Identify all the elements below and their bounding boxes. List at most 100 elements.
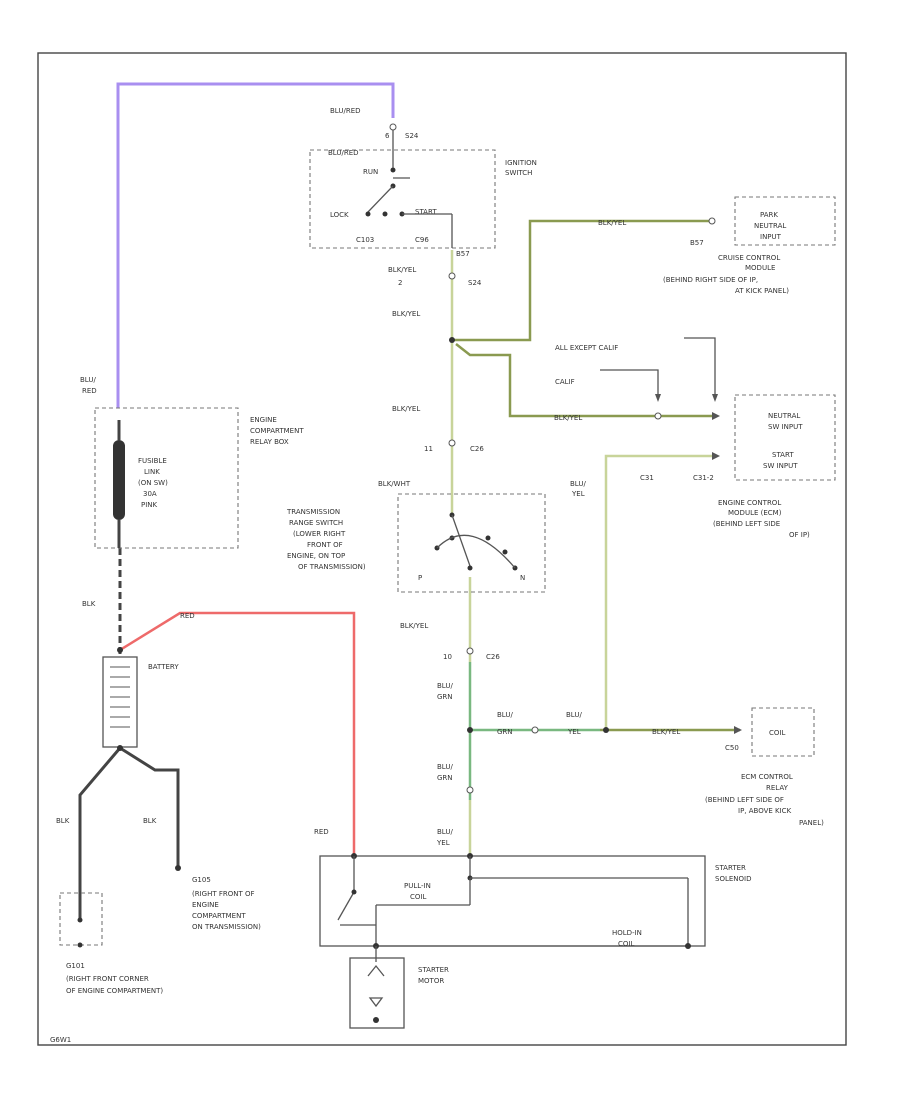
component-label: RANGE SWITCH (289, 519, 343, 527)
terminal (466, 786, 474, 794)
pin-label: C50 (725, 744, 739, 752)
wire-label: BLU/RED (328, 149, 359, 157)
splice (603, 727, 609, 733)
ground-label: (RIGHT FRONT CORNER (66, 975, 149, 983)
starter-motor-box (349, 957, 405, 1029)
coil-label: COIL (410, 893, 426, 901)
component-label: AT KICK PANEL) (735, 287, 789, 295)
wire-label: BLU/ (497, 711, 513, 719)
splice (449, 337, 455, 343)
wire-label: BLK/YEL (388, 266, 416, 274)
component-label: SOLENOID (715, 875, 751, 883)
pin-label: 2 (398, 279, 402, 287)
wire-label: GRN (437, 774, 453, 782)
terminal (685, 943, 691, 949)
wire-label: BLK/YEL (652, 728, 680, 736)
ground-label: COMPARTMENT (192, 912, 246, 920)
component-label: ENGINE (250, 416, 277, 424)
connector-label: S24 (405, 132, 419, 140)
fuse-label: LINK (144, 468, 160, 476)
contact (365, 211, 371, 217)
engine-control-module: ALL EXCEPT CALIF CALIF BLK/YEL NEUTRAL S… (554, 337, 836, 539)
starter-motor-icon (367, 964, 385, 1008)
battery-icon (102, 656, 138, 748)
wire-label: RED (314, 828, 329, 836)
ground-label: G101 (66, 962, 85, 970)
box-label: START (772, 451, 794, 459)
splice (467, 727, 473, 733)
terminal (448, 272, 456, 280)
wire-label: BLK/YEL (392, 310, 420, 318)
position-label: LOCK (330, 211, 349, 219)
coil-label: HOLD-IN (612, 929, 642, 937)
cruise-control-module: BLK/YEL B57 PARK NEUTRAL INPUT CRUISE CO… (598, 196, 836, 295)
note-label: CALIF (555, 378, 575, 386)
box-label: COIL (769, 729, 785, 737)
wire-blk-ground-right (119, 746, 180, 866)
ecm-control-relay-circuit: BLU/ GRN BLU/ GRN BLU/ YEL BLK/YEL C50 C… (436, 682, 824, 847)
ground-terminal (77, 942, 83, 948)
wire-label: GRN (497, 728, 513, 736)
contact (382, 211, 388, 217)
component-label: PANEL) (799, 819, 824, 827)
ground-label: ON TRANSMISSION) (192, 923, 261, 931)
connector-label: C26 (470, 445, 484, 453)
pin-label: C31-2 (693, 474, 714, 482)
wire-label: YEL (436, 839, 450, 847)
wire-label: BLK (82, 600, 96, 608)
component-label: CRUISE CONTROL (718, 254, 780, 262)
component-label: SWITCH (505, 169, 532, 177)
wire-label: BLU/ (566, 711, 582, 719)
wire-label: BLU/ (570, 480, 586, 488)
ground-label: G105 (192, 876, 211, 884)
component-label: STARTER (715, 864, 746, 872)
connector-label: C103 (356, 236, 374, 244)
wire-label: BLK/YEL (400, 622, 428, 630)
diagram-code: G6W1 (50, 1036, 71, 1044)
component-label: TRANSMISSION (286, 508, 340, 516)
component-label: ENGINE CONTROL (718, 499, 781, 507)
box-label: INPUT (760, 233, 782, 241)
component-label: MODULE (745, 264, 775, 272)
component-label: (LOWER RIGHT (293, 530, 346, 538)
wire-ecm-neutral (455, 343, 716, 418)
wire-label: RED (82, 387, 97, 395)
component-label: (BEHIND LEFT SIDE OF (705, 796, 784, 804)
coil-label: COIL (618, 940, 634, 948)
wire-label: BLK/WHT (378, 480, 411, 488)
fusible-link-icon (113, 440, 125, 520)
component-label: MOTOR (418, 977, 444, 985)
pin-label: B57 (690, 239, 704, 247)
wire-label: RED (180, 612, 195, 620)
box-label: SW INPUT (763, 462, 798, 470)
component-label: COMPARTMENT (250, 427, 304, 435)
starter-solenoid-box (319, 855, 706, 947)
connector-label: C26 (486, 653, 500, 661)
component-label: OF TRANSMISSION) (298, 563, 366, 571)
component-label: IGNITION (505, 159, 537, 167)
pin-label: B57 (456, 250, 470, 258)
position-label: RUN (363, 168, 378, 176)
transmission-range-switch: BLK/YEL 11 C26 BLK/WHT P N TRANSMISSION … (286, 405, 546, 661)
fuse-label: 30A (143, 490, 157, 498)
wire-blk-ground-left (78, 747, 122, 920)
coil-label: PULL-IN (404, 882, 431, 890)
component-label: RELAY (766, 784, 789, 792)
fuse-label: (ON SW) (138, 479, 168, 487)
ground-label: ENGINE (192, 901, 219, 909)
component-label: ECM CONTROL (741, 773, 793, 781)
terminal (373, 1017, 379, 1023)
terminal (708, 217, 716, 225)
ground-label: (RIGHT FRONT OF (192, 890, 255, 898)
wire-label: BLK (56, 817, 70, 825)
component-label: ENGINE, ON TOP (287, 552, 345, 560)
wire-label: BLK (143, 817, 157, 825)
wire-label: YEL (571, 490, 585, 498)
starter-assembly: RED PULL-IN COIL HOLD-IN COIL STARTER SO… (314, 828, 751, 1029)
wire-red (119, 611, 356, 856)
fuse-label: FUSIBLE (138, 457, 167, 465)
box-label: NEUTRAL (754, 222, 786, 230)
wire-label: GRN (437, 693, 453, 701)
wire-label: YEL (567, 728, 581, 736)
